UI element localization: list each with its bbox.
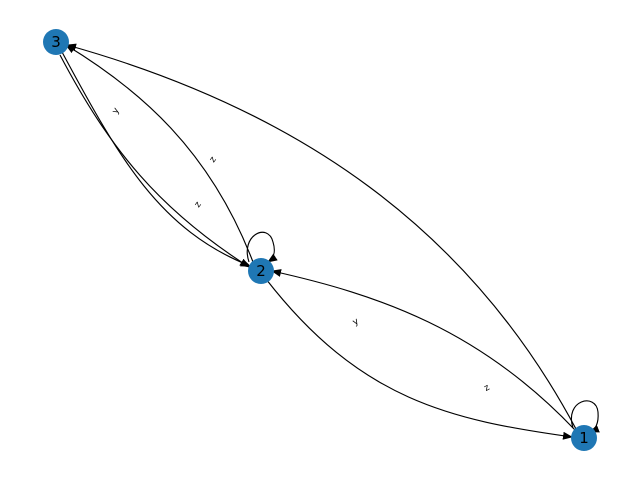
edge-layer	[59, 43, 600, 440]
node-3[interactable]: 3	[43, 29, 69, 55]
edge-1-2	[271, 269, 576, 431]
node-3-circle	[43, 29, 69, 55]
edge-label-layer: z y z z y	[111, 106, 492, 394]
node-1-circle	[571, 425, 597, 451]
node-1[interactable]: 1	[571, 425, 597, 451]
node-layer: 3 2 1	[43, 29, 597, 451]
edge-label-1-2: y	[351, 316, 361, 328]
edge-1-1-self-loop	[570, 400, 600, 433]
edge-1-3	[66, 43, 577, 430]
edge-2-2-self-loop	[246, 231, 278, 263]
edge-label-3-2-b: y	[111, 106, 123, 116]
node-1-label: 1	[579, 429, 589, 447]
edge-3-2-b	[59, 54, 250, 268]
edge-2-1	[265, 278, 573, 440]
node-2[interactable]: 2	[248, 258, 274, 284]
node-3-label: 3	[51, 33, 61, 51]
edge-3-2-a	[61, 51, 251, 267]
edge-label-2-1: z	[482, 383, 491, 394]
edge-label-3-2-a: z	[193, 200, 204, 210]
edge-label-2-3: z	[208, 155, 219, 165]
edge-2-3	[65, 44, 254, 263]
node-2-circle	[248, 258, 274, 284]
node-2-label: 2	[256, 262, 266, 280]
